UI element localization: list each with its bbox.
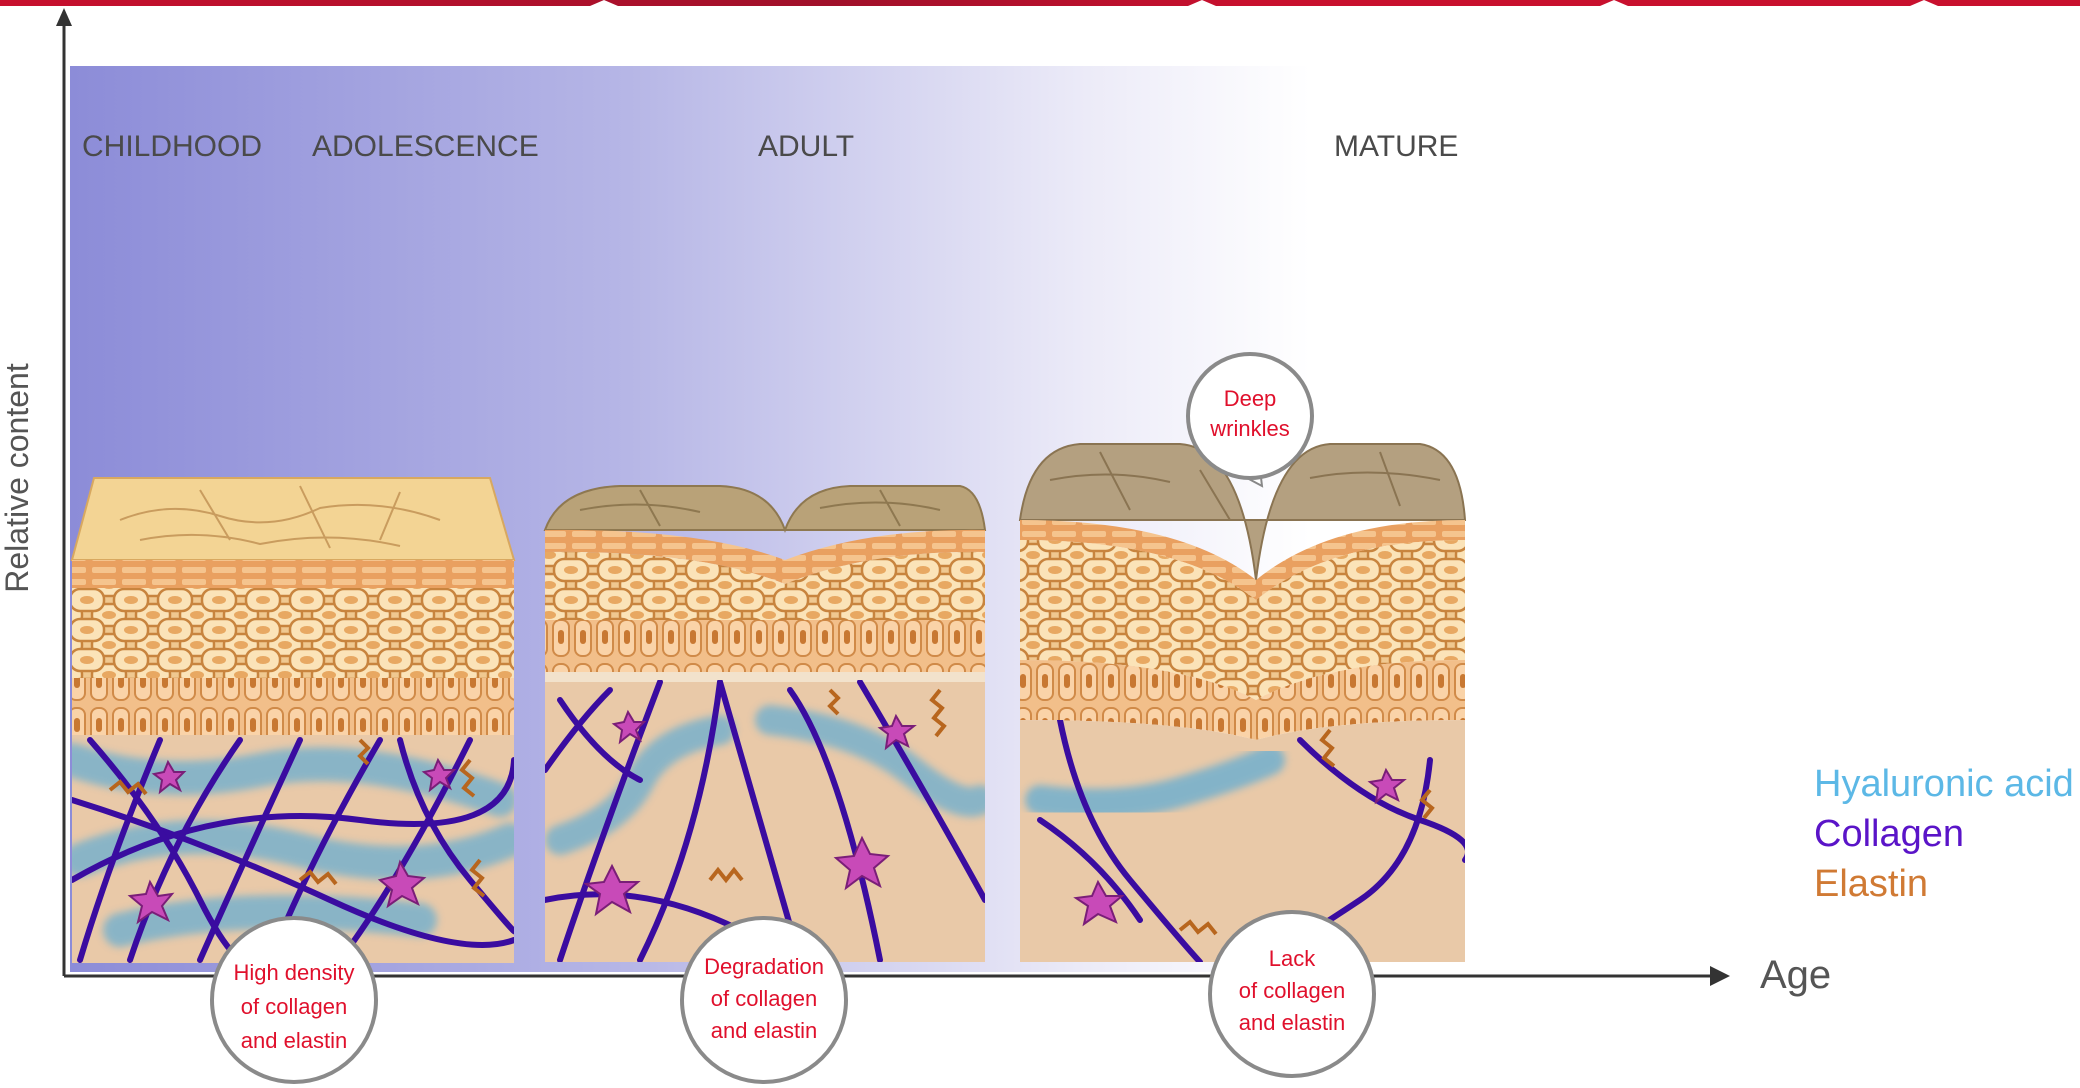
stage-label-childhood: CHILDHOOD (82, 130, 262, 163)
legend-hyaluronic-acid: Hyaluronic acid (1814, 763, 2074, 805)
stage-label-mature: MATURE (1334, 130, 1458, 163)
x-axis-label: Age (1760, 953, 1831, 997)
callout-childhood: High density of collagen and elastin (212, 918, 376, 1082)
callout-mature-line3: and elastin (1239, 1010, 1345, 1035)
y-axis-arrow (56, 8, 72, 26)
x-axis-arrow (1710, 966, 1730, 986)
legend-elastin: Elastin (1814, 863, 1928, 905)
callout-childhood-line3: and elastin (241, 1028, 347, 1053)
stage-label-adult: ADULT (758, 130, 854, 163)
callout-deep-wrinkles-line1: Deep (1224, 386, 1277, 411)
callout-deep-wrinkles-line2: wrinkles (1209, 416, 1289, 441)
header-bar (0, 0, 2080, 6)
legend: Hyaluronic acid Collagen Elastin (1814, 763, 2074, 905)
stage-label-adolescence: ADOLESCENCE (312, 130, 539, 163)
callout-adult: Degradation of collagen and elastin (682, 918, 846, 1082)
skin-block-childhood (72, 478, 515, 964)
callout-childhood-line2: of collagen (241, 994, 347, 1019)
skin-block-adult (545, 486, 985, 962)
callout-adult-line1: Degradation (704, 954, 824, 979)
callout-adult-line2: of collagen (711, 986, 817, 1011)
legend-collagen: Collagen (1814, 813, 1964, 855)
callout-childhood-line1: High density (233, 960, 354, 985)
y-axis-label: Relative content (0, 363, 35, 593)
callout-mature-line1: Lack (1269, 946, 1316, 971)
callout-mature-line2: of collagen (1239, 978, 1345, 1003)
callout-mature: Lack of collagen and elastin (1210, 912, 1374, 1076)
callout-adult-line3: and elastin (711, 1018, 817, 1043)
